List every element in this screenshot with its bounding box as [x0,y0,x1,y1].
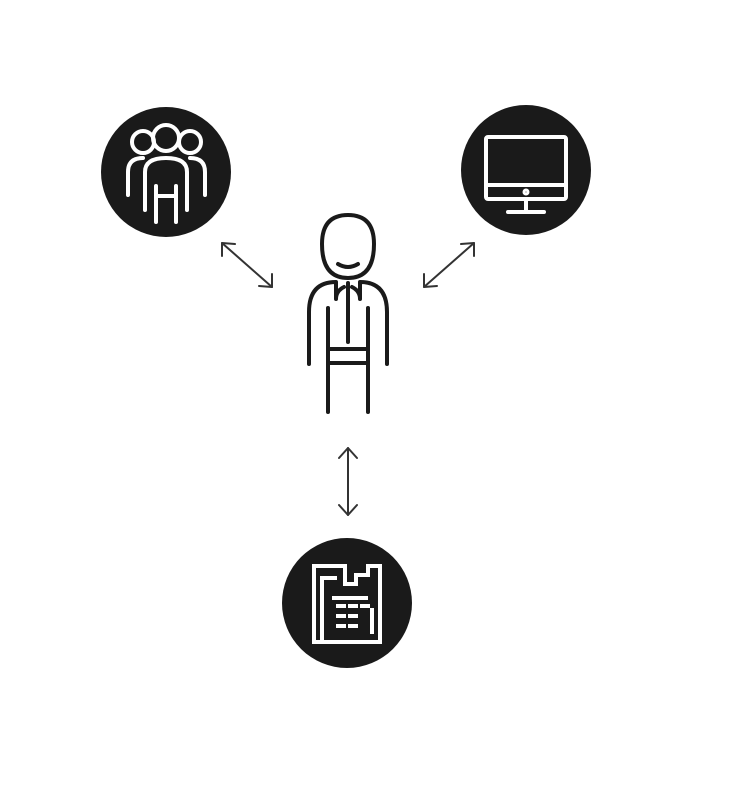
node-building-circle [282,538,412,668]
node-people [101,107,231,237]
arrow-center-building [338,447,358,516]
arrow-center-computer [423,242,475,288]
node-building [282,538,412,668]
desktop-monitor-icon [484,135,568,214]
building-icon [312,564,382,644]
people-group-icon [126,123,207,224]
arrow-center-people [221,242,273,288]
node-computer [461,105,591,235]
person-icon [307,213,389,414]
node-computer-circle [461,105,591,235]
